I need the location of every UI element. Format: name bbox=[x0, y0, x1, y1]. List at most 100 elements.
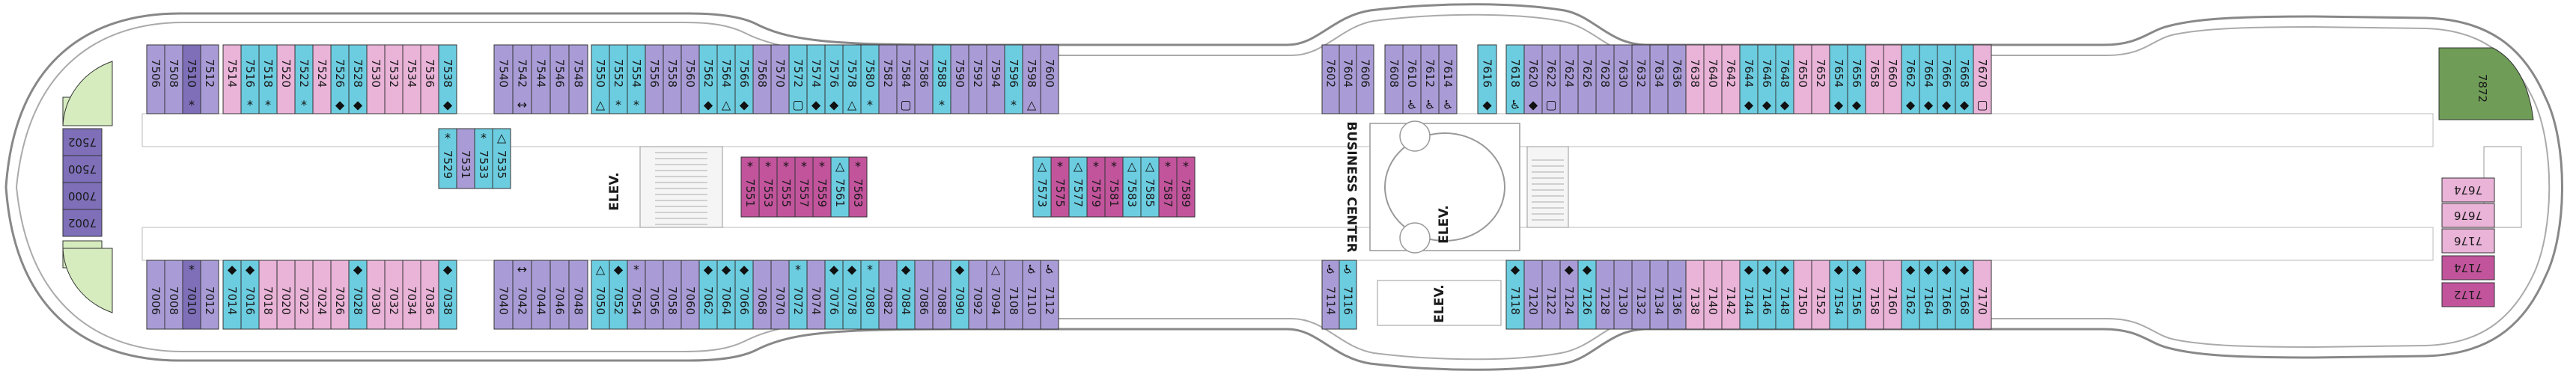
cabin-7130[interactable]: 7130 bbox=[1613, 260, 1633, 330]
cabin-7024[interactable]: 7024 bbox=[312, 260, 332, 330]
cabin-7566[interactable]: 7566◆ bbox=[734, 44, 754, 114]
cabin-7592[interactable]: 7592 bbox=[968, 44, 987, 114]
cabin-7512[interactable]: 7512 bbox=[200, 44, 219, 114]
cabin-7036[interactable]: 7036 bbox=[420, 260, 439, 330]
cabin-7554[interactable]: 7554* bbox=[627, 44, 646, 114]
cabin-7660[interactable]: 7660 bbox=[1883, 44, 1902, 114]
cabin-7572[interactable]: 7572▢ bbox=[788, 44, 808, 114]
cabin-7542[interactable]: 7542↔ bbox=[512, 44, 532, 114]
cabin-7604[interactable]: 7604 bbox=[1339, 44, 1357, 114]
cabin-7114[interactable]: 7114♿ bbox=[1321, 260, 1340, 330]
cabin-7620[interactable]: 7620◆ bbox=[1523, 44, 1543, 114]
cabin-7518[interactable]: 7518* bbox=[258, 44, 278, 114]
cabin-7058[interactable]: 7058 bbox=[663, 260, 682, 330]
cabin-7534[interactable]: 7534 bbox=[402, 44, 421, 114]
cabin-7026[interactable]: 7026 bbox=[330, 260, 350, 330]
cabin-7016[interactable]: 7016◆ bbox=[240, 260, 260, 330]
cabin-7872[interactable]: 7872 bbox=[2438, 47, 2534, 120]
cabin-7140[interactable]: 7140 bbox=[1703, 260, 1723, 330]
cabin-7585[interactable]: 7585△ bbox=[1140, 156, 1160, 218]
cabin-7090[interactable]: 7090◆ bbox=[950, 260, 969, 330]
cabin-7074[interactable]: 7074 bbox=[806, 260, 826, 330]
cabin-7658[interactable]: 7658 bbox=[1865, 44, 1884, 114]
cabin-7612[interactable]: 7612♿ bbox=[1420, 44, 1440, 114]
cabin-7166[interactable]: 7166◆ bbox=[1937, 260, 1956, 330]
cabin-7580[interactable]: 7580* bbox=[860, 44, 880, 114]
cabin-7586[interactable]: 7586 bbox=[914, 44, 934, 114]
cabin-7557[interactable]: 7557* bbox=[794, 156, 814, 218]
cabin-7500[interactable]: 7500 bbox=[62, 155, 103, 183]
cabin-7564[interactable]: 7564△ bbox=[716, 44, 736, 114]
cabin-7664[interactable]: 7664◆ bbox=[1919, 44, 1938, 114]
cabin-7568[interactable]: 7568 bbox=[752, 44, 772, 114]
cabin-7068[interactable]: 7068 bbox=[752, 260, 772, 330]
cabin-7624[interactable]: 7624 bbox=[1559, 44, 1579, 114]
cabin-7138[interactable]: 7138 bbox=[1685, 260, 1705, 330]
cabin-7548[interactable]: 7548 bbox=[568, 44, 588, 114]
cabin-7561[interactable]: 7561△ bbox=[830, 156, 850, 218]
cabin-7506[interactable]: 7506 bbox=[146, 44, 165, 114]
cabin-7648[interactable]: 7648◆ bbox=[1775, 44, 1794, 114]
cabin-7144[interactable]: 7144◆ bbox=[1739, 260, 1759, 330]
cabin-7584[interactable]: 7584▢ bbox=[896, 44, 916, 114]
cabin-7162[interactable]: 7162◆ bbox=[1901, 260, 1920, 330]
cabin-7638[interactable]: 7638 bbox=[1685, 44, 1705, 114]
cabin-7012[interactable]: 7012 bbox=[200, 260, 219, 330]
cabin-7628[interactable]: 7628 bbox=[1595, 44, 1615, 114]
cabin-7108[interactable]: 7108 bbox=[1004, 260, 1023, 330]
cabin-7594[interactable]: 7594 bbox=[986, 44, 1005, 114]
cabin-7032[interactable]: 7032 bbox=[384, 260, 404, 330]
cabin-7560[interactable]: 7560 bbox=[680, 44, 700, 114]
cabin-7118[interactable]: 7118◆ bbox=[1505, 260, 1525, 330]
cabin-7056[interactable]: 7056 bbox=[645, 260, 664, 330]
cabin-7654[interactable]: 7654◆ bbox=[1829, 44, 1848, 114]
cabin-7160[interactable]: 7160 bbox=[1883, 260, 1902, 330]
cabin-7060[interactable]: 7060 bbox=[680, 260, 700, 330]
cabin-7172[interactable]: 7172 bbox=[2441, 282, 2495, 307]
cabin-7022[interactable]: 7022 bbox=[294, 260, 314, 330]
cabin-7583[interactable]: 7583△ bbox=[1122, 156, 1142, 218]
cabin-7148[interactable]: 7148◆ bbox=[1775, 260, 1794, 330]
cabin-7128[interactable]: 7128 bbox=[1595, 260, 1615, 330]
cabin-7018[interactable]: 7018 bbox=[258, 260, 278, 330]
cabin-7502[interactable]: 7502 bbox=[62, 128, 103, 156]
cabin-7112[interactable]: 7112♿ bbox=[1040, 260, 1059, 330]
cabin-7508[interactable]: 7508 bbox=[164, 44, 183, 114]
cabin-7529[interactable]: 7529* bbox=[438, 128, 457, 189]
cabin-7076[interactable]: 7076◆ bbox=[824, 260, 844, 330]
cabin-7134[interactable]: 7134 bbox=[1649, 260, 1669, 330]
cabin-7602[interactable]: 7602 bbox=[1321, 44, 1340, 114]
cabin-7559[interactable]: 7559* bbox=[812, 156, 832, 218]
cabin-7614[interactable]: 7614♿ bbox=[1438, 44, 1458, 114]
cabin-7579[interactable]: 7579* bbox=[1086, 156, 1106, 218]
cabin-7578[interactable]: 7578△ bbox=[842, 44, 862, 114]
cabin-7650[interactable]: 7650 bbox=[1793, 44, 1812, 114]
cabin-7168[interactable]: 7168◆ bbox=[1955, 260, 1974, 330]
cabin-7156[interactable]: 7156◆ bbox=[1847, 260, 1866, 330]
cabin-7590[interactable]: 7590 bbox=[950, 44, 969, 114]
cabin-7146[interactable]: 7146◆ bbox=[1757, 260, 1776, 330]
cabin-7120[interactable]: 7120 bbox=[1523, 260, 1543, 330]
cabin-7154[interactable]: 7154◆ bbox=[1829, 260, 1848, 330]
cabin-7587[interactable]: 7587* bbox=[1158, 156, 1178, 218]
cabin-7596[interactable]: 7596* bbox=[1004, 44, 1023, 114]
cabin-7038[interactable]: 7038◆ bbox=[438, 260, 457, 330]
cabin-7040[interactable]: 7040 bbox=[493, 260, 514, 330]
cabin-7622[interactable]: 7622▢ bbox=[1541, 44, 1561, 114]
cabin-7122[interactable]: 7122 bbox=[1541, 260, 1561, 330]
cabin-7582[interactable]: 7582 bbox=[878, 44, 898, 114]
cabin-7048[interactable]: 7048 bbox=[568, 260, 588, 330]
cabin-7538[interactable]: 7538◆ bbox=[438, 44, 457, 114]
cabin-7540[interactable]: 7540 bbox=[493, 44, 514, 114]
cabin-7044[interactable]: 7044 bbox=[531, 260, 551, 330]
cabin-7510[interactable]: 7510* bbox=[182, 44, 201, 114]
cabin-7092[interactable]: 7092 bbox=[968, 260, 987, 330]
cabin-7078[interactable]: 7078◆ bbox=[842, 260, 862, 330]
cabin-7526[interactable]: 7526◆ bbox=[330, 44, 350, 114]
cabin-7030[interactable]: 7030 bbox=[366, 260, 386, 330]
cabin-7126[interactable]: 7126◆ bbox=[1577, 260, 1597, 330]
cabin-7116[interactable]: 7116♿ bbox=[1339, 260, 1357, 330]
cabin-7676[interactable]: 7676 bbox=[2441, 203, 2495, 228]
cabin-7050[interactable]: 7050△ bbox=[591, 260, 610, 330]
cabin-7528[interactable]: 7528◆ bbox=[348, 44, 368, 114]
